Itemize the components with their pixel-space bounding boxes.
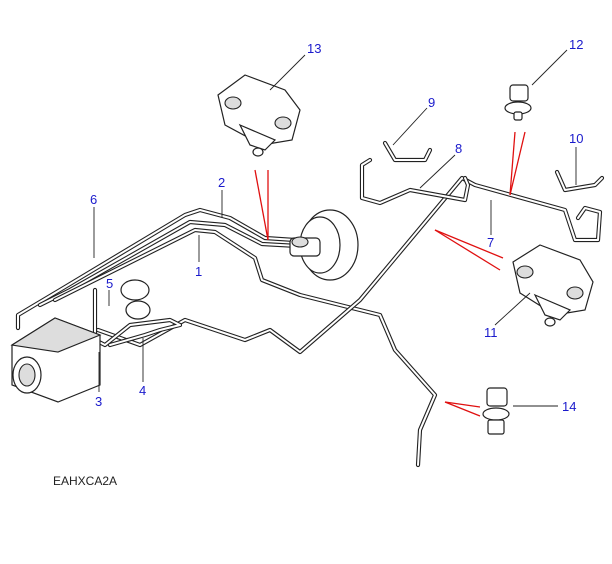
pipe-7 [95,175,603,355]
pipe-8 [359,157,471,206]
clip-12 [504,84,532,121]
diagram-code: EAHXCA2A [53,474,118,488]
callout-5: 5 [106,276,113,291]
callout-9: 9 [428,95,435,110]
attachment-lines [254,131,526,417]
callout-12: 12 [569,37,583,52]
pipe-2 [37,219,301,308]
brake-booster [289,209,359,281]
brake-pipes [15,140,605,468]
callout-11: 11 [484,325,498,340]
pipe-10 [554,169,605,193]
callout-3: 3 [95,394,102,409]
callout-7: 7 [487,235,494,250]
callout-1: 1 [195,264,202,279]
callouts: 1 2 3 4 5 6 7 8 9 10 11 12 13 14 [90,37,583,414]
abs-modulator [10,317,102,403]
clip-14 [482,387,510,435]
pipe-1 [52,227,438,468]
callout-14: 14 [562,399,576,414]
callout-8: 8 [455,141,462,156]
pressure-valve [120,279,151,320]
callout-10: 10 [569,131,583,146]
callout-4: 4 [139,383,146,398]
clip-13 [217,74,301,157]
pipe-6 [15,207,298,331]
leader-lines [93,49,577,407]
callout-13: 13 [307,41,321,56]
callout-6: 6 [90,192,97,207]
callout-2: 2 [218,175,225,190]
pipe-9 [382,140,433,163]
clip-11 [512,244,594,327]
